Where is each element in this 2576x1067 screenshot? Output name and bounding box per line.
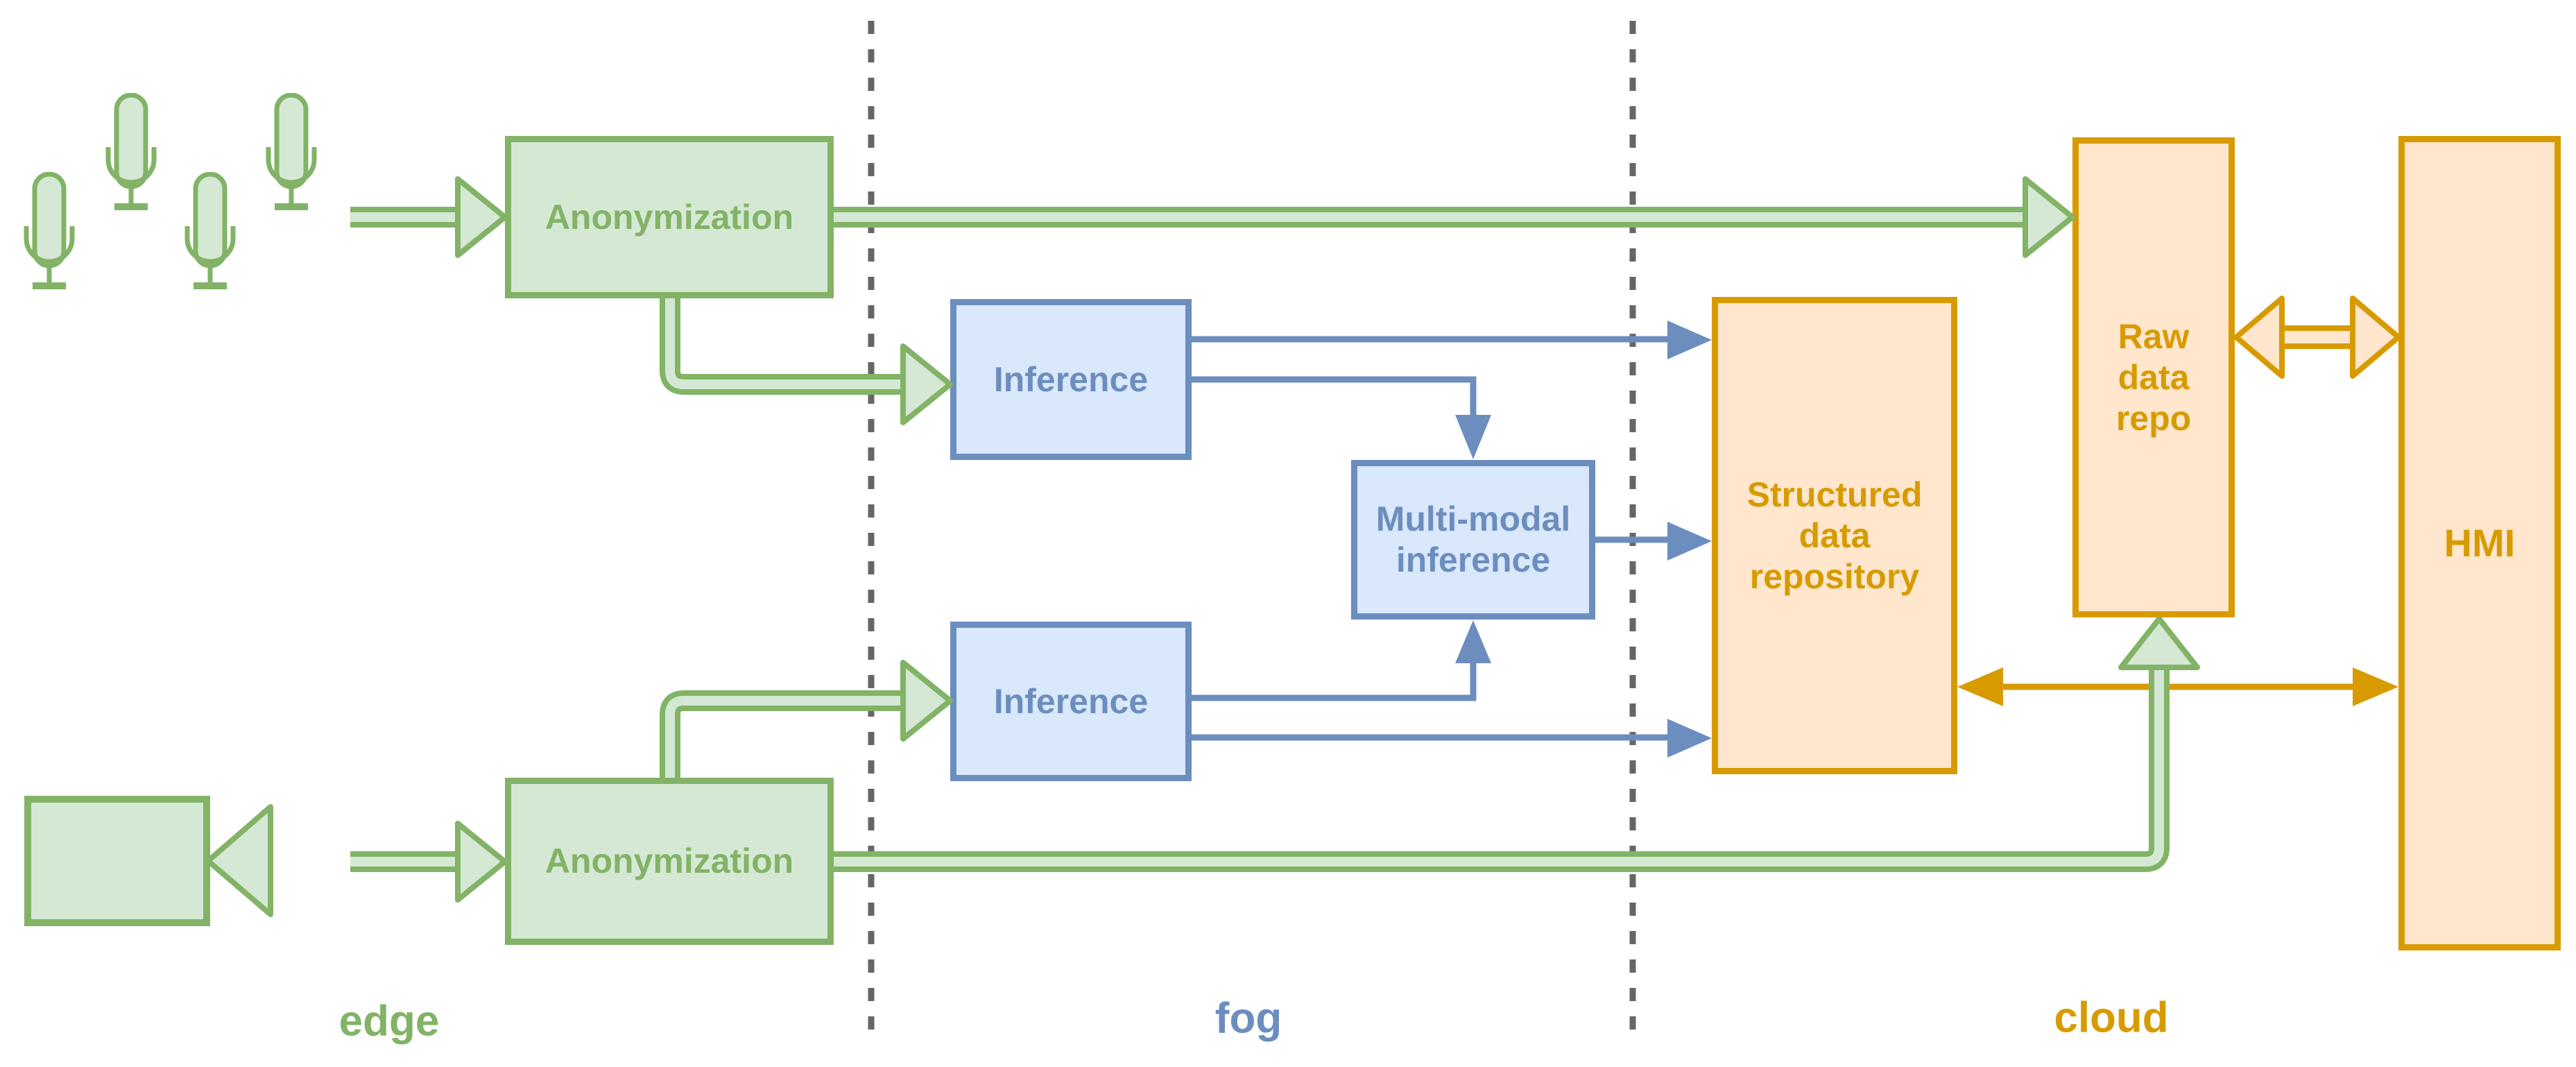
arrow-inference-bottom-to-multimodal [1192,620,1491,701]
node-hmi: HMI [2398,136,2561,950]
microphone-icon [108,95,154,207]
node-label: Inference [993,359,1149,399]
arrow-anonymization-to-raw-repo [834,176,2075,258]
microphone-icon [268,95,314,207]
arrow-structured-repo-hmi-bidirectional [1957,667,2398,706]
node-label: Structured data repository [1746,475,1923,596]
arrow-inference-top-to-structured-repo [1192,321,1712,359]
node-inference-bottom: Inference [950,622,1192,781]
node-anonymization-bottom: Anonymization [505,778,834,945]
arrow-inference-bottom-to-structured-repo [1192,719,1712,758]
node-label: HMI [2444,520,2516,565]
arrow-camera-to-anonymization [350,821,508,903]
node-label: Multi-modal inference [1375,500,1571,579]
arrow-mics-to-anonymization [350,176,508,258]
node-anonymization-top: Anonymization [505,136,834,298]
node-label: Inference [993,681,1149,721]
node-label: Anonymization [544,197,794,237]
microphone-icon [26,174,72,286]
microphone-icon [187,174,233,286]
node-label: Raw data repo [2115,316,2192,438]
node-inference-top: Inference [950,299,1192,460]
node-structured-data-repository: Structured data repository [1712,297,1957,774]
zone-label-fog: fog [1214,994,1282,1043]
arrow-anonymization-to-inference-top [660,298,953,425]
node-raw-data-repo: Raw data repo [2072,137,2235,617]
node-multimodal-inference: Multi-modal inference [1351,460,1595,620]
arrow-anonymization-to-inference-bottom [660,660,953,778]
arrow-raw-repo-hmi-bidirectional [2233,296,2401,379]
node-label: Anonymization [544,842,794,880]
zone-label-edge: edge [338,997,440,1045]
arrow-inference-top-to-multimodal [1192,376,1491,459]
zone-label-cloud: cloud [2054,993,2169,1042]
video-camera-icon [24,796,273,926]
arrow-multimodal-to-structured-repo [1595,522,1712,561]
